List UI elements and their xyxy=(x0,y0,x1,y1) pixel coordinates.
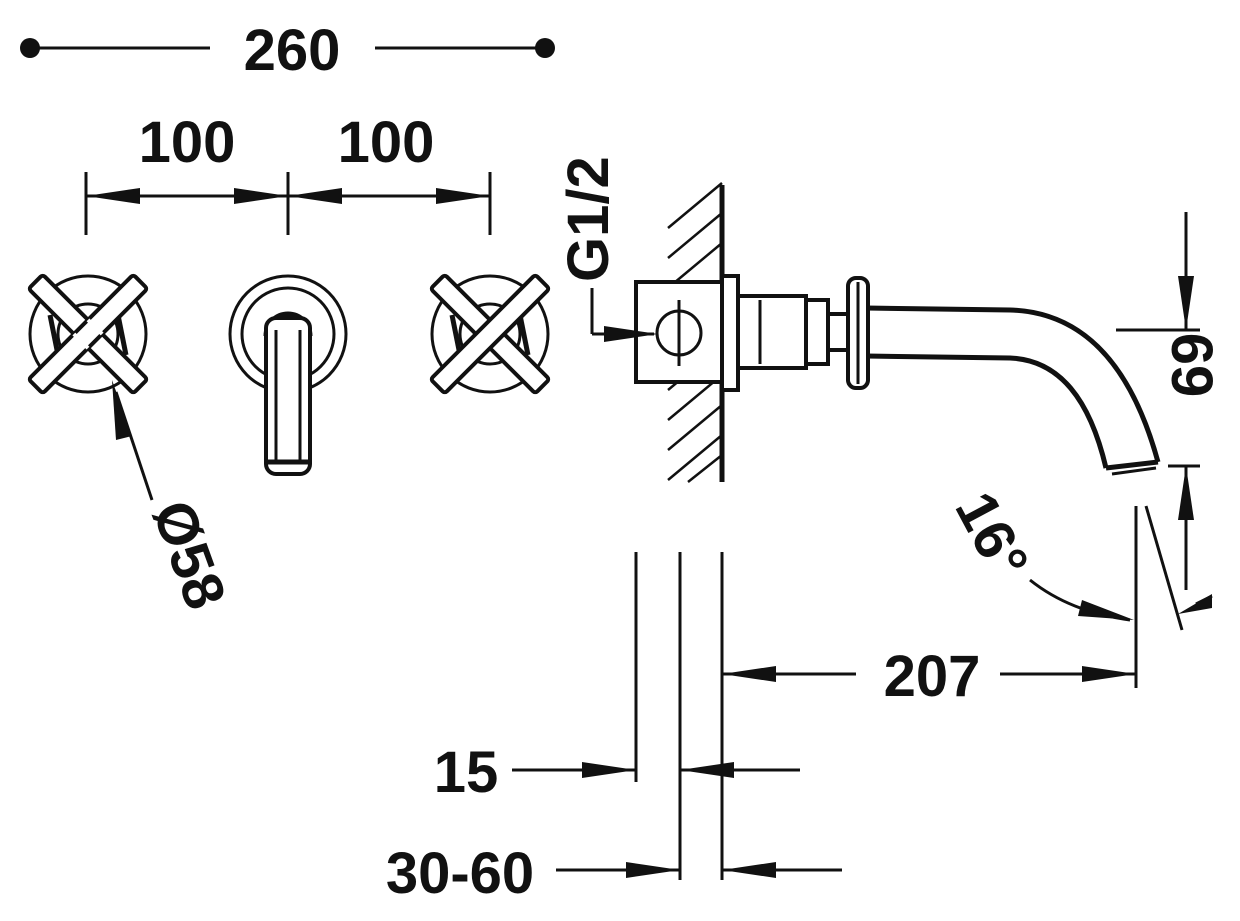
spout-height-label: 69 xyxy=(1159,333,1224,398)
connection-body-side-view xyxy=(634,274,854,392)
spacing-right-label: 100 xyxy=(338,110,435,175)
handle-diameter-label: Ø58 xyxy=(140,492,239,617)
centre-lever-handle xyxy=(228,274,348,476)
spacing-dimensions: 100 100 xyxy=(84,110,492,235)
overall-width-dimension: 260 xyxy=(20,18,555,83)
spacing-left-label: 100 xyxy=(139,110,236,175)
overall-width-label: 260 xyxy=(244,18,341,83)
plate-thickness-label: 15 xyxy=(434,740,499,805)
thread-label: G1/2 xyxy=(556,156,621,282)
spout-projection-dimension: 207 xyxy=(722,644,1136,709)
spout-angle-dimension: 16° xyxy=(943,482,1213,688)
spout-angle-label: 16° xyxy=(943,482,1042,590)
spout-side-view xyxy=(846,276,1161,476)
wall-depth-dimension: 30-60 xyxy=(386,841,842,906)
thread-dimension: G1/2 xyxy=(556,156,658,342)
left-cross-handle xyxy=(27,273,149,395)
wall-reference-lines xyxy=(634,552,724,880)
spout-projection-label: 207 xyxy=(884,644,981,709)
right-cross-handle xyxy=(429,273,551,395)
spout-height-dimension: 69 xyxy=(1116,212,1224,590)
handle-diameter-dimension: Ø58 xyxy=(112,380,238,617)
wall-depth-label: 30-60 xyxy=(386,841,534,906)
plate-thickness-dimension: 15 xyxy=(434,740,800,805)
